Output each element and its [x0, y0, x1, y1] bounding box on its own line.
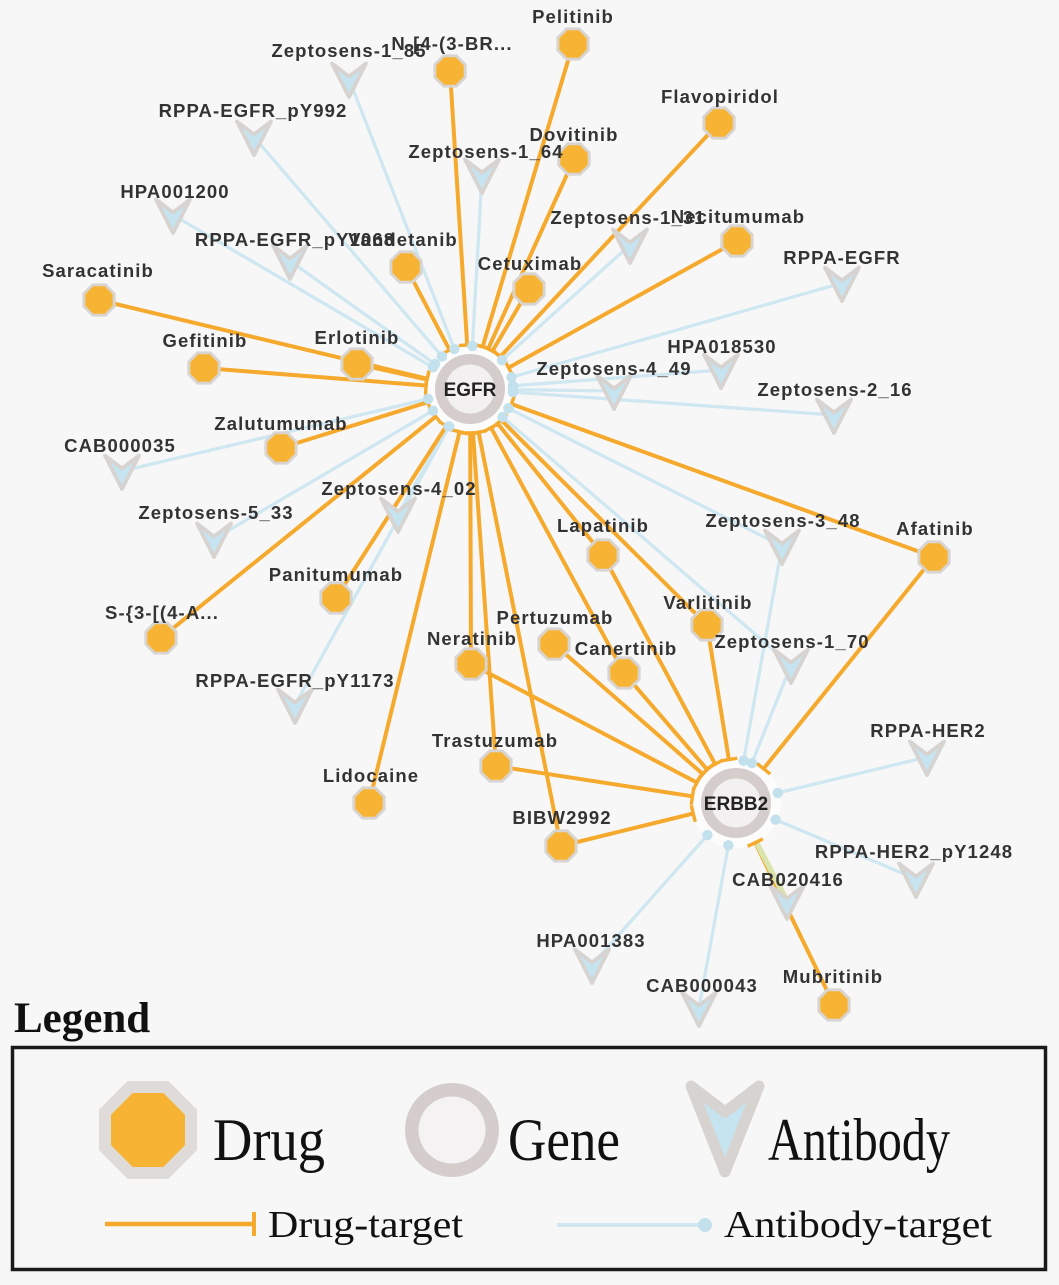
svg-text:CAB000035: CAB000035	[64, 435, 176, 456]
svg-text:N-[4-(3-BR...: N-[4-(3-BR...	[391, 33, 512, 54]
svg-text:CAB000043: CAB000043	[646, 975, 758, 996]
svg-text:Vandetanib: Vandetanib	[348, 229, 458, 250]
svg-text:Pertuzumab: Pertuzumab	[497, 607, 614, 628]
svg-text:Zeptosens-1_70: Zeptosens-1_70	[714, 631, 869, 652]
svg-text:HPA001200: HPA001200	[120, 181, 229, 202]
svg-text:Gefitinib: Gefitinib	[163, 330, 248, 351]
svg-text:Zalutumumab: Zalutumumab	[214, 413, 347, 434]
svg-text:Varlitinib: Varlitinib	[663, 592, 752, 613]
svg-text:HPA001383: HPA001383	[536, 930, 645, 951]
svg-text:Trastuzumab: Trastuzumab	[432, 730, 558, 751]
svg-text:S-{3-[(4-A...: S-{3-[(4-A...	[105, 602, 219, 623]
svg-text:Neratinib: Neratinib	[427, 628, 517, 649]
svg-text:Zeptosens-5_33: Zeptosens-5_33	[138, 502, 293, 523]
svg-text:Flavopiridol: Flavopiridol	[661, 86, 779, 107]
svg-text:Erlotinib: Erlotinib	[315, 327, 400, 348]
svg-text:Saracatinib: Saracatinib	[42, 260, 154, 281]
svg-text:EGFR: EGFR	[444, 380, 497, 401]
svg-text:Gene: Gene	[508, 1107, 620, 1173]
svg-text:Necitumumab: Necitumumab	[671, 206, 805, 227]
svg-text:Canertinib: Canertinib	[575, 638, 677, 659]
svg-text:RPPA-EGFR_pY1173: RPPA-EGFR_pY1173	[195, 670, 394, 691]
svg-text:Drug: Drug	[213, 1107, 325, 1173]
svg-text:Cetuximab: Cetuximab	[478, 253, 582, 274]
svg-text:Antibody: Antibody	[768, 1107, 950, 1173]
svg-text:Afatinib: Afatinib	[896, 518, 974, 539]
svg-text:Zeptosens-1_64: Zeptosens-1_64	[408, 141, 563, 162]
svg-text:HPA018530: HPA018530	[667, 336, 776, 357]
svg-text:Drug-target: Drug-target	[268, 1204, 463, 1246]
svg-text:Zeptosens-4_02: Zeptosens-4_02	[321, 478, 476, 499]
svg-text:RPPA-HER2_pY1248: RPPA-HER2_pY1248	[815, 841, 1013, 862]
svg-text:RPPA-EGFR_pY992: RPPA-EGFR_pY992	[159, 100, 348, 121]
svg-text:Lidocaine: Lidocaine	[323, 765, 419, 786]
svg-text:Zeptosens-4_49: Zeptosens-4_49	[536, 358, 691, 379]
svg-text:Zeptosens-2_16: Zeptosens-2_16	[757, 379, 912, 400]
svg-text:Antibody-target: Antibody-target	[724, 1204, 992, 1246]
svg-text:Mubritinib: Mubritinib	[783, 966, 883, 987]
svg-text:CAB020416: CAB020416	[732, 869, 844, 890]
svg-text:BIBW2992: BIBW2992	[512, 807, 611, 828]
svg-text:Panitumumab: Panitumumab	[269, 564, 403, 585]
svg-text:Zeptosens-3_48: Zeptosens-3_48	[705, 510, 860, 531]
svg-text:Zeptosens-1_85: Zeptosens-1_85	[271, 40, 426, 61]
svg-text:RPPA-EGFR_pY1068: RPPA-EGFR_pY1068	[195, 229, 395, 250]
svg-text:Pelitinib: Pelitinib	[532, 6, 614, 27]
svg-text:RPPA-EGFR: RPPA-EGFR	[783, 247, 900, 268]
svg-text:Dovitinib: Dovitinib	[529, 124, 618, 145]
svg-text:ERBB2: ERBB2	[704, 794, 768, 815]
svg-text:Lapatinib: Lapatinib	[557, 515, 649, 536]
svg-text:Zeptosens-1_31: Zeptosens-1_31	[550, 207, 705, 228]
svg-text:Legend: Legend	[14, 995, 150, 1042]
svg-text:RPPA-HER2: RPPA-HER2	[870, 720, 985, 741]
